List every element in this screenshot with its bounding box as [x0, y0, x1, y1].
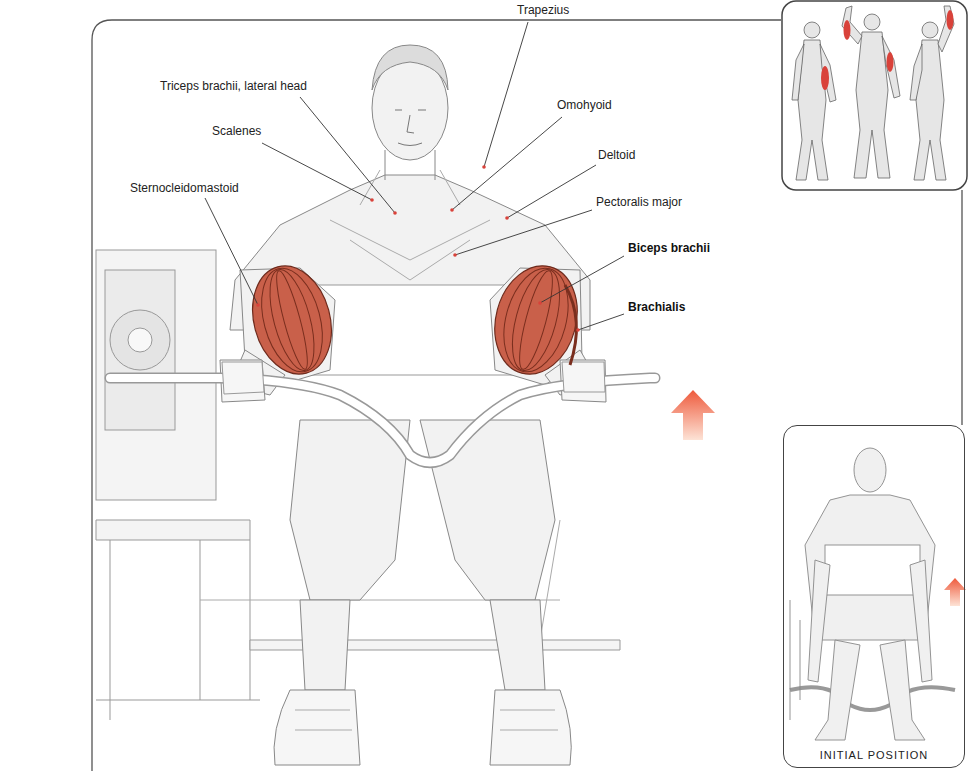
- muscle-label: Sternocleidomastoid: [130, 181, 239, 195]
- muscle-label: Trapezius: [517, 3, 569, 17]
- target-muscle-label: Biceps brachii: [628, 241, 710, 255]
- muscle-label: Triceps brachii, lateral head: [160, 79, 307, 93]
- initial-position-figure: [790, 448, 955, 740]
- target-muscle-label: Brachialis: [628, 300, 685, 314]
- motion-arrow: [671, 390, 715, 440]
- biceps-muscle: [241, 257, 589, 384]
- motion-arrow: [944, 578, 966, 606]
- muscle-label: Deltoid: [598, 148, 635, 162]
- panel-caption: INITIAL POSITION: [784, 749, 964, 761]
- brachialis-muscle: [565, 285, 576, 365]
- muscle-label: Pectoralis major: [596, 195, 682, 209]
- preacher-machine: [96, 250, 620, 720]
- leader-line: [205, 22, 624, 330]
- muscle-label: Scalenes: [212, 124, 261, 138]
- inset-panel: INITIAL POSITION: [783, 425, 965, 768]
- leader-dot: [256, 165, 580, 332]
- muscle-map-inset: [782, 1, 967, 190]
- athlete-figure: [220, 45, 606, 765]
- muscle-label: Omohyoid: [557, 98, 612, 112]
